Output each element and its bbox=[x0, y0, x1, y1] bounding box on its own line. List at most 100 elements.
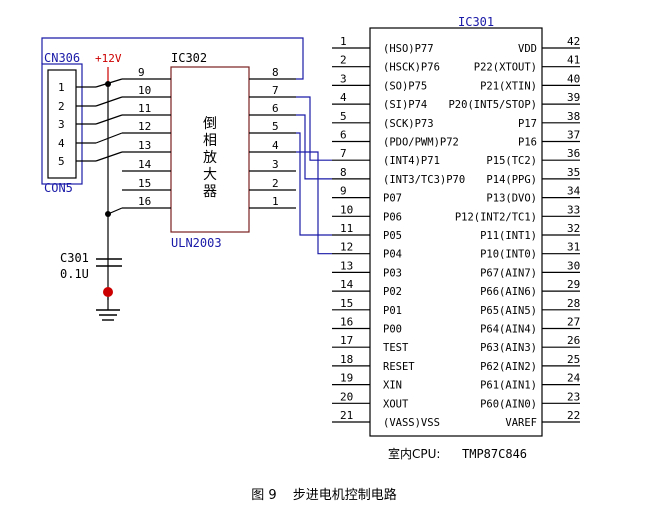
cpu-left-pin-number: 8 bbox=[340, 166, 347, 179]
cpu-right-pin-name: P15(TC2) bbox=[486, 155, 537, 167]
driver-left-pin-number: 15 bbox=[138, 177, 151, 190]
cpu-footer-model: TMP87C846 bbox=[462, 447, 527, 461]
cpu-left-pin-name: P04 bbox=[383, 249, 402, 261]
driver-right-pin-number: 3 bbox=[272, 158, 279, 171]
cpu-left-pin-name: (HSCK)P76 bbox=[383, 62, 440, 74]
figure-caption: 图 9 步进电机控制电路 bbox=[0, 484, 648, 503]
cpu-left-pin-number: 12 bbox=[340, 241, 353, 254]
wire-cn5 bbox=[95, 151, 123, 162]
cpu-right-pin-number: 39 bbox=[567, 91, 580, 104]
driver-name: ULN2003 bbox=[171, 236, 222, 250]
capacitor-value: 0.1U bbox=[60, 267, 89, 281]
cpu-left-pin-number: 10 bbox=[340, 203, 353, 216]
cpu-left-pin-number: 11 bbox=[340, 222, 353, 235]
cpu-right-pin-number: 41 bbox=[567, 54, 580, 67]
cpu-left-pin-number: 4 bbox=[340, 91, 347, 104]
cpu-right-pin-name: P61(AIN1) bbox=[480, 380, 537, 392]
driver-right-pin-number: 2 bbox=[272, 177, 279, 190]
connector-ref: CN306 bbox=[44, 51, 80, 65]
cpu-left-pin-number: 20 bbox=[340, 390, 353, 403]
wire-blue-top bbox=[41, 37, 304, 80]
cpu-left-pin-number: 19 bbox=[340, 372, 353, 385]
driver-right-pin-number: 4 bbox=[272, 139, 279, 152]
cpu-right-pin-name: P66(AIN6) bbox=[480, 286, 537, 298]
cpu-right-pin-name: P65(AIN5) bbox=[480, 305, 537, 317]
cpu-right-pin-name: P10(INT0) bbox=[480, 249, 537, 261]
driver-right-pin-number: 1 bbox=[272, 195, 279, 208]
cpu-left-pin-name: (VASS)VSS bbox=[383, 417, 440, 429]
cpu-right-pin-number: 30 bbox=[567, 259, 580, 272]
cpu-right-pin-number: 33 bbox=[567, 203, 580, 216]
driver-body-char: 放 bbox=[203, 150, 217, 166]
cpu-ref: IC301 bbox=[458, 15, 494, 29]
driver-body-char: 大 bbox=[203, 167, 217, 183]
driver-body bbox=[170, 66, 250, 233]
cpu-right-pin-number: 38 bbox=[567, 110, 580, 123]
cpu-left-pin-number: 1 bbox=[340, 35, 347, 48]
cpu-right-pin-number: 29 bbox=[567, 278, 580, 291]
cpu-right-pin-number: 25 bbox=[567, 353, 580, 366]
driver-body-char: 器 bbox=[203, 184, 217, 200]
driver-left-pin-number: 16 bbox=[138, 195, 151, 208]
ground-node bbox=[103, 287, 113, 297]
wire-driver5-cpu11 bbox=[296, 132, 332, 236]
cpu-left-pin-name: P03 bbox=[383, 267, 402, 279]
wire-cn2 bbox=[95, 96, 123, 107]
cpu-right-pin-name: VDD bbox=[518, 43, 537, 55]
cpu-left-pin-name: (PDO/PWM)P72 bbox=[383, 137, 459, 149]
cpu-right-pin-name: P20(INT5/STOP) bbox=[448, 99, 537, 111]
connector-pin-number: 1 bbox=[58, 81, 65, 94]
driver-left-pin-number: 13 bbox=[138, 139, 151, 152]
cpu-right-pin-number: 24 bbox=[567, 372, 581, 385]
cpu-right-pin-number: 28 bbox=[567, 297, 580, 310]
cpu-right-pin-number: 23 bbox=[567, 390, 580, 403]
cpu-left-pin-number: 14 bbox=[340, 278, 354, 291]
driver-right-pin-number: 8 bbox=[272, 66, 279, 79]
connector-pin-number: 3 bbox=[58, 118, 65, 131]
cpu-right-pin-name: P22(XTOUT) bbox=[474, 62, 537, 74]
figure-title: 步进电机控制电路 bbox=[292, 488, 397, 503]
cpu-left-pin-name: (SCK)P73 bbox=[383, 118, 434, 130]
cpu-left-pin-name: P01 bbox=[383, 305, 402, 317]
driver-left-pin-number: 10 bbox=[138, 84, 151, 97]
driver-left-pin-number: 9 bbox=[138, 66, 145, 79]
wire-cn4 bbox=[95, 132, 123, 144]
cpu-left-pin-number: 18 bbox=[340, 353, 353, 366]
driver-ref: IC302 bbox=[171, 51, 207, 65]
cpu-right-pin-name: P64(AIN4) bbox=[480, 324, 537, 336]
cpu-left-pin-name: (HSO)P77 bbox=[383, 43, 434, 55]
connector-pin-number: 5 bbox=[58, 155, 65, 168]
cpu-right-pin-name: P63(AIN3) bbox=[480, 342, 537, 354]
driver-body-char: 倒 bbox=[203, 116, 217, 132]
driver-right-pin-number: 6 bbox=[272, 102, 279, 115]
cpu-left-pin-name: (SI)P74 bbox=[383, 99, 427, 111]
cpu-left-pin-number: 9 bbox=[340, 185, 347, 198]
cpu-right-pin-name: P11(INT1) bbox=[480, 230, 537, 242]
cpu-left-pin-name: TEST bbox=[383, 342, 409, 354]
cpu-right-pin-number: 40 bbox=[567, 72, 580, 85]
cpu-left-pin-number: 7 bbox=[340, 147, 347, 160]
cpu-right-pin-number: 36 bbox=[567, 147, 580, 160]
driver-body-char: 相 bbox=[203, 133, 217, 149]
cpu-right-pin-number: 34 bbox=[567, 185, 581, 198]
cpu-right-pin-name: P21(XTIN) bbox=[480, 80, 537, 92]
wire-driver4-cpu12 bbox=[296, 151, 332, 255]
cpu-left-pin-name: RESET bbox=[383, 361, 415, 373]
cpu-right-pin-number: 32 bbox=[567, 222, 580, 235]
cpu-right-pin-name: P62(AIN2) bbox=[480, 361, 537, 373]
cpu-left-pin-number: 21 bbox=[340, 409, 353, 422]
cpu-left-pin-number: 15 bbox=[340, 297, 353, 310]
cpu-left-pin-number: 2 bbox=[340, 54, 347, 67]
wire-driver7-cpu7 bbox=[296, 96, 332, 161]
connector-pin-number: 2 bbox=[58, 100, 65, 113]
cpu-right-pin-number: 37 bbox=[567, 129, 580, 142]
supply-junction bbox=[105, 81, 111, 87]
cpu-left-pin-name: P07 bbox=[383, 193, 402, 205]
connector-pin-number: 4 bbox=[58, 137, 65, 150]
cpu-left-pin-name: P05 bbox=[383, 230, 402, 242]
cpu-right-pin-number: 31 bbox=[567, 241, 580, 254]
figure-number: 图 9 bbox=[251, 488, 277, 503]
wire-cn3 bbox=[95, 114, 123, 125]
cpu-right-pin-name: P67(AIN7) bbox=[480, 267, 537, 279]
